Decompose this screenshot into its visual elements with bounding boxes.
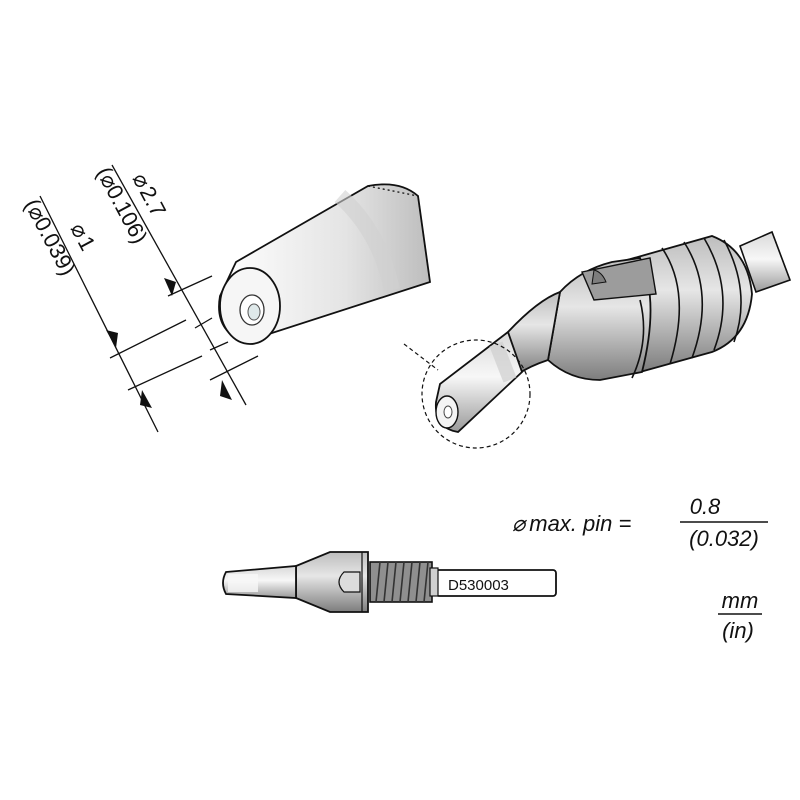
max-pin-note: ⌀max. pin = 0.8 (0.032) xyxy=(512,494,768,551)
units-mm: mm xyxy=(722,588,759,613)
part-code: D530003 xyxy=(448,577,509,594)
max-pin-in: (0.032) xyxy=(689,526,759,551)
svg-text:⌀max. pin =: ⌀max. pin = xyxy=(512,511,632,536)
max-pin-mm: 0.8 xyxy=(690,494,721,519)
tip-side-view: D530003 xyxy=(222,551,557,613)
diameter-icon: ⌀ xyxy=(512,511,528,536)
tip-detail-view xyxy=(218,183,431,345)
tip-isometric-view xyxy=(403,230,792,449)
max-pin-label: max. pin = xyxy=(529,511,631,536)
units-legend: mm (in) xyxy=(718,588,762,643)
units-in: (in) xyxy=(722,618,754,643)
